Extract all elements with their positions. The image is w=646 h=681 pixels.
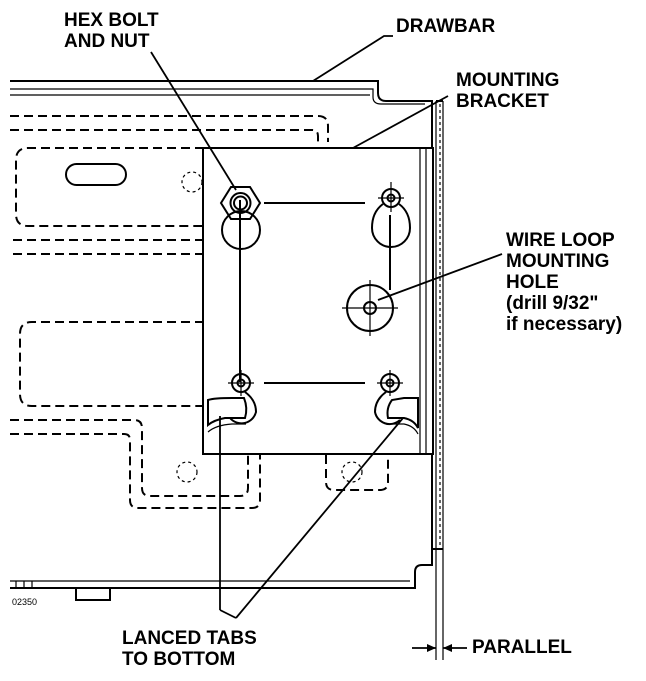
- label-hex-bolt: HEX BOLT AND NUT: [64, 10, 159, 52]
- hex-bolt-nut: [219, 186, 262, 220]
- label-wire-loop-line3: HOLE: [506, 272, 559, 293]
- label-parallel: PARALLEL: [472, 637, 572, 658]
- label-hex-bolt-line2: AND NUT: [64, 31, 150, 52]
- label-wire-loop-line1: WIRE LOOP: [506, 230, 615, 251]
- label-lanced-tabs-line2: TO BOTTOM: [122, 649, 236, 670]
- label-mounting-bracket: MOUNTING BRACKET: [456, 70, 559, 112]
- drawbar-outline: [10, 80, 433, 601]
- label-mounting-bracket-line2: BRACKET: [456, 91, 549, 112]
- label-mounting-bracket-line1: MOUNTING: [456, 70, 560, 91]
- figure-code: 02350: [12, 597, 38, 607]
- mounting-bracket-plate: [202, 147, 434, 455]
- label-hex-bolt-line1: HEX BOLT: [64, 10, 159, 31]
- leader-lines: [150, 35, 503, 619]
- label-wire-loop-line4: (drill 9/32": [506, 293, 599, 314]
- slot-cutout: [65, 163, 127, 186]
- label-wire-loop-line2: MOUNTING: [506, 251, 610, 272]
- label-parallel-text: PARALLEL: [472, 637, 572, 658]
- label-wire-loop-line5: if necessary): [506, 314, 623, 335]
- parallel-arrows: [412, 644, 467, 652]
- label-lanced-tabs-line1: LANCED TABS: [122, 628, 257, 649]
- label-lanced-tabs: LANCED TABS TO BOTTOM: [122, 628, 257, 670]
- label-wire-loop: WIRE LOOP MOUNTING HOLE (drill 9/32" if …: [506, 230, 622, 335]
- label-drawbar-text: DRAWBAR: [396, 16, 496, 37]
- label-drawbar: DRAWBAR: [396, 16, 495, 37]
